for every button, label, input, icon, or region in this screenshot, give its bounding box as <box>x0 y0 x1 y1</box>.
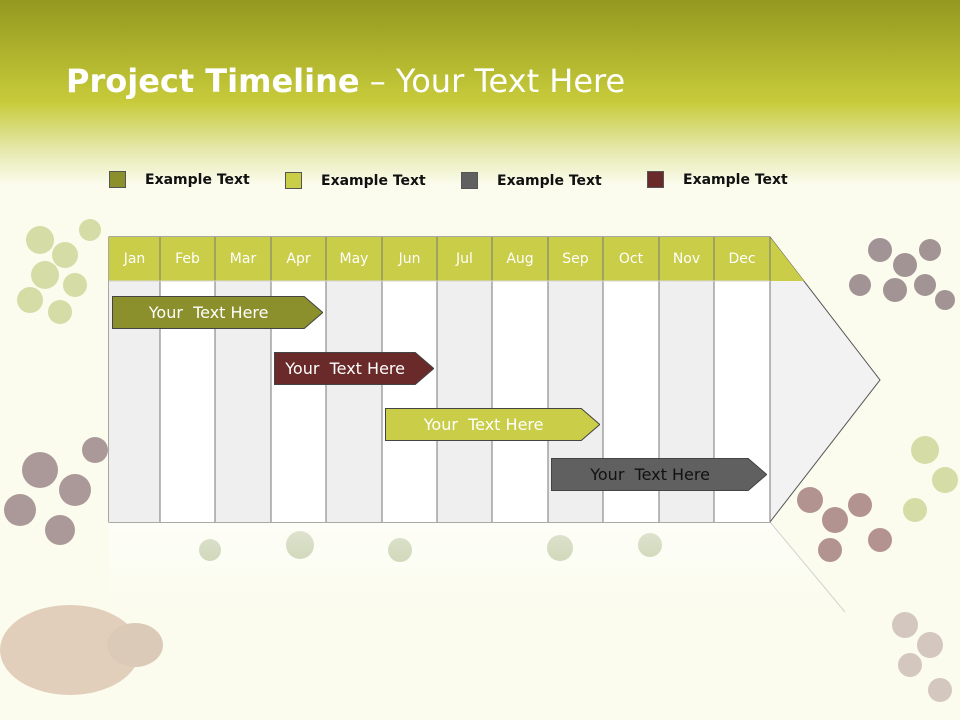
month-label-jul: Jul <box>456 251 473 267</box>
month-label-jun: Jun <box>398 251 421 267</box>
task-arrow-polygon <box>112 296 324 329</box>
legend-swatch <box>109 171 126 188</box>
task-arrow-shape <box>274 352 435 385</box>
month-label-feb: Feb <box>175 251 200 267</box>
legend-item-4: Example Text <box>647 171 788 188</box>
task-bar-4: Your Text Here <box>551 458 768 491</box>
board-reflection <box>109 522 845 612</box>
title-rest: – Your Text Here <box>359 62 626 100</box>
month-column <box>492 281 548 522</box>
month-label-dec: Dec <box>728 251 756 267</box>
month-label-may: May <box>339 251 369 267</box>
task-arrow-polygon <box>385 408 601 441</box>
task-bar-1: Your Text Here <box>112 296 324 329</box>
month-label-nov: Nov <box>672 251 701 267</box>
month-label-apr: Apr <box>286 251 311 267</box>
month-column <box>437 281 492 522</box>
legend-label: Example Text <box>321 172 426 189</box>
month-column <box>326 281 382 522</box>
task-bar-2: Your Text Here <box>274 352 435 385</box>
month-column <box>382 281 437 522</box>
task-bar-3: Your Text Here <box>385 408 601 441</box>
task-label: Your Text Here <box>590 465 710 484</box>
title-bold: Project Timeline <box>66 62 360 100</box>
legend-label: Example Text <box>683 171 788 188</box>
month-label-aug: Aug <box>506 251 534 267</box>
legend-item-2: Example Text <box>285 172 426 189</box>
task-arrow-shape <box>551 458 768 491</box>
legend-label: Example Text <box>145 171 250 188</box>
task-label: Your Text Here <box>423 415 544 434</box>
month-label-sep: Sep <box>562 251 589 267</box>
task-label: Your Text Here <box>285 359 405 378</box>
month-header-band <box>109 237 804 281</box>
task-arrow-shape <box>385 408 601 441</box>
legend-swatch <box>647 171 664 188</box>
task-arrow-shape <box>112 296 324 329</box>
legend-swatch <box>285 172 302 189</box>
task-arrow-polygon <box>551 458 768 491</box>
month-label-mar: Mar <box>229 251 257 267</box>
task-label: Your Text Here <box>148 303 269 322</box>
task-arrow-polygon <box>274 352 435 385</box>
legend-label: Example Text <box>497 172 602 189</box>
legend-item-3: Example Text <box>461 172 602 189</box>
legend-swatch <box>461 172 478 189</box>
month-label-jan: Jan <box>123 251 146 267</box>
slide-title: Project Timeline – Your Text Here <box>66 62 625 100</box>
legend-item-1: Example Text <box>109 171 250 188</box>
month-label-oct: Oct <box>618 251 644 267</box>
